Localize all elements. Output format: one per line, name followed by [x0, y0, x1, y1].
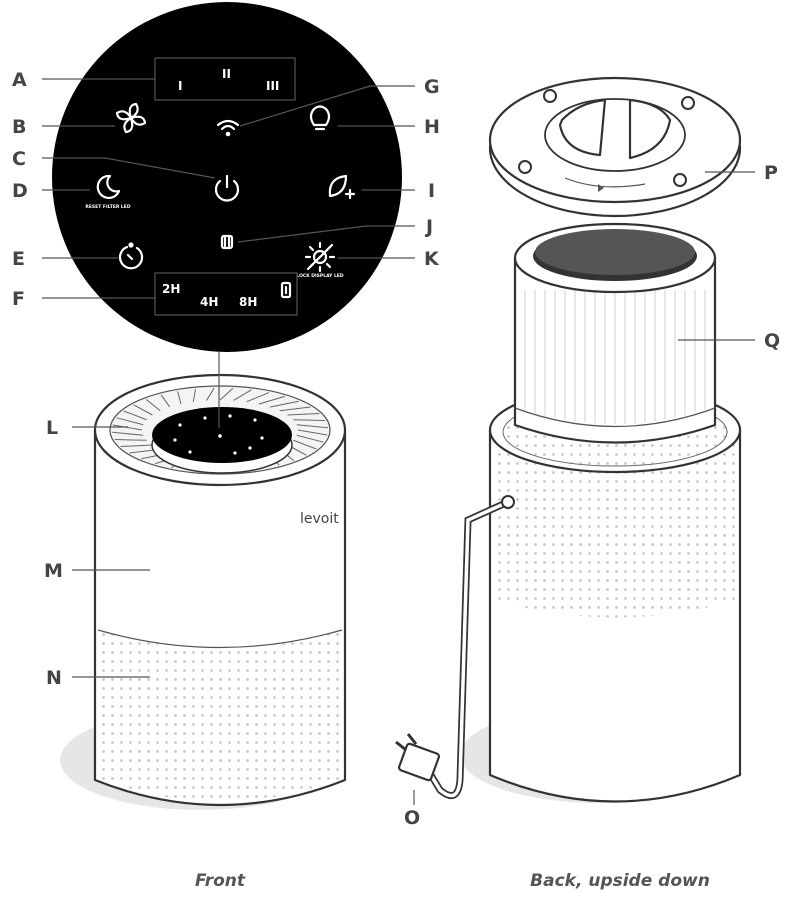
vent-blade	[293, 439, 317, 450]
front-unit: levoit	[60, 373, 347, 810]
lock-icon	[280, 281, 292, 299]
callout-e: E	[12, 248, 25, 270]
vent-blade	[206, 387, 215, 401]
cover-screws	[518, 89, 695, 187]
vent-blade	[133, 404, 153, 416]
front-mini-panel	[152, 407, 292, 463]
vent-blade	[293, 419, 326, 421]
filter-icon	[220, 234, 234, 250]
vent-blade	[246, 392, 270, 403]
callout-l: L	[46, 417, 58, 439]
vent-blade	[177, 391, 182, 405]
vent-blade	[296, 424, 328, 429]
vent-blade	[192, 389, 196, 402]
callout-p: P	[764, 162, 778, 184]
bulb-icon[interactable]	[309, 105, 331, 131]
brand-logo: levoit	[300, 511, 339, 527]
callout-q: Q	[764, 330, 780, 352]
vent-blade	[270, 400, 299, 408]
callout-b: B	[12, 116, 26, 138]
wifi-icon	[216, 119, 240, 137]
speed-2-label[interactable]: II	[222, 67, 231, 81]
callout-n: N	[46, 667, 62, 689]
callout-j: J	[424, 216, 433, 238]
timer-4h-label[interactable]: 4H	[200, 295, 218, 309]
power-icon[interactable]	[214, 174, 240, 202]
vent-blade	[123, 410, 147, 421]
vent-blade	[296, 434, 324, 443]
caption-back: Back, upside down	[530, 871, 710, 891]
vent-blade	[112, 431, 144, 436]
timer-2h-label[interactable]: 2H	[162, 282, 180, 296]
callout-a: A	[12, 69, 27, 91]
display-caption: LOCK DISPLAY LED	[296, 273, 344, 279]
speed-3-label[interactable]: III	[266, 79, 279, 93]
power-plug	[395, 733, 441, 782]
sleep-caption: RESET FILTER LED	[85, 204, 130, 210]
back-grille	[493, 440, 737, 618]
callout-h: H	[424, 116, 440, 138]
callout-i: I	[428, 180, 435, 202]
vent-blade	[114, 439, 147, 441]
callout-m: M	[44, 560, 63, 582]
callout-d: D	[12, 180, 28, 202]
timer-icon[interactable]	[118, 242, 144, 270]
callout-letters: A B C D E F G H I J K L M N O P Q	[12, 69, 780, 829]
vent-blade	[297, 429, 328, 436]
sleep-moon-icon[interactable]: RESET FILTER LED	[85, 174, 131, 210]
mini-panel-dots	[173, 414, 264, 455]
vent-blade	[120, 444, 153, 447]
front-grille	[98, 630, 342, 802]
timer-8h-label[interactable]: 8H	[239, 295, 257, 309]
speed-1-label[interactable]: I	[178, 79, 182, 93]
vent-blade	[233, 389, 252, 401]
vent-blade	[279, 406, 311, 412]
vent-blade	[160, 394, 171, 408]
vent-blade	[145, 398, 161, 412]
callout-f: F	[12, 288, 25, 310]
callout-o: O	[404, 807, 420, 829]
callout-g: G	[424, 76, 440, 98]
callout-c: C	[12, 148, 26, 170]
back-unit	[395, 76, 742, 803]
caption-front: Front	[195, 871, 246, 891]
control-panel-zoom: I II III RESET FILTER LED	[52, 2, 402, 428]
fan-icon[interactable]	[115, 102, 147, 134]
display-sun-icon[interactable]: LOCK DISPLAY LED	[296, 241, 344, 279]
leaf-plus-icon[interactable]	[328, 174, 356, 200]
vent-blade	[116, 417, 144, 426]
vent-blade	[219, 387, 234, 401]
vent-blade	[258, 395, 285, 405]
vent-blade	[287, 413, 320, 416]
callout-k: K	[424, 248, 440, 270]
leader-lines	[42, 78, 755, 805]
